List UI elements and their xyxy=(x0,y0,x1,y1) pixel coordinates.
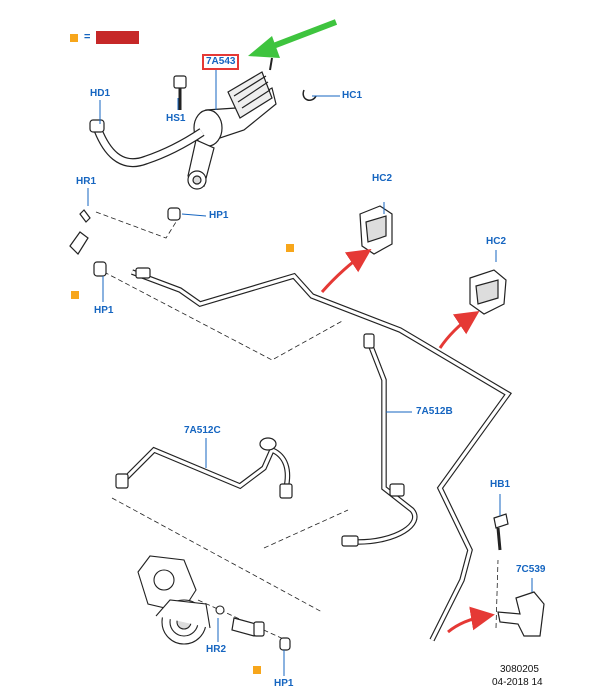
legend-part-number: 7A512A xyxy=(96,31,139,44)
label-hc2-upper: HC2 xyxy=(372,173,393,184)
legend-marker xyxy=(70,34,78,42)
hb1-bolt xyxy=(493,513,509,551)
bracket-7c539 xyxy=(497,591,545,637)
hp1-clip-upper xyxy=(167,207,181,221)
legend-equals: = xyxy=(84,31,91,43)
elbow-fitting-left xyxy=(69,209,107,277)
label-7a543: 7A543 xyxy=(202,54,240,70)
label-hb1: HB1 xyxy=(490,479,511,490)
label-7a512c: 7A512C xyxy=(184,425,221,436)
hc1-clip xyxy=(302,89,317,101)
reservoir-hose xyxy=(89,119,205,168)
hc2-connector-upper xyxy=(359,205,393,255)
label-hc2-lower: HC2 xyxy=(486,236,507,247)
bleed-fitting-hr2 xyxy=(231,617,291,651)
concentric-slave-cylinder xyxy=(137,555,225,645)
pipe-7a512c xyxy=(115,437,293,499)
pipe-7a512a xyxy=(131,267,512,642)
master-cylinder-7a543 xyxy=(173,57,277,190)
label-hr2: HR2 xyxy=(206,644,227,655)
hose-7a512b xyxy=(341,333,418,547)
label-hp1-bottom: HP1 xyxy=(274,678,294,689)
label-7a512b: 7A512B xyxy=(416,406,453,417)
green-highlight-arrow xyxy=(248,19,338,58)
leader-lines xyxy=(87,70,533,676)
label-hr1: HR1 xyxy=(76,176,97,187)
red-callout-arrows xyxy=(320,249,495,634)
marker-left xyxy=(71,291,79,299)
marker-bottom xyxy=(253,666,261,674)
label-hp1-left: HP1 xyxy=(94,305,114,316)
marker-pipe-top xyxy=(286,244,294,252)
label-hs1: HS1 xyxy=(166,113,186,124)
hc2-connector-lower xyxy=(469,269,507,315)
drawing-number: 3080205 xyxy=(500,664,539,675)
drawing-date: 04-2018 14 xyxy=(492,677,543,688)
label-hd1: HD1 xyxy=(90,88,111,99)
label-hp1-upper: HP1 xyxy=(209,210,229,221)
label-hc1: HC1 xyxy=(342,90,363,101)
label-7c539: 7C539 xyxy=(516,564,546,575)
